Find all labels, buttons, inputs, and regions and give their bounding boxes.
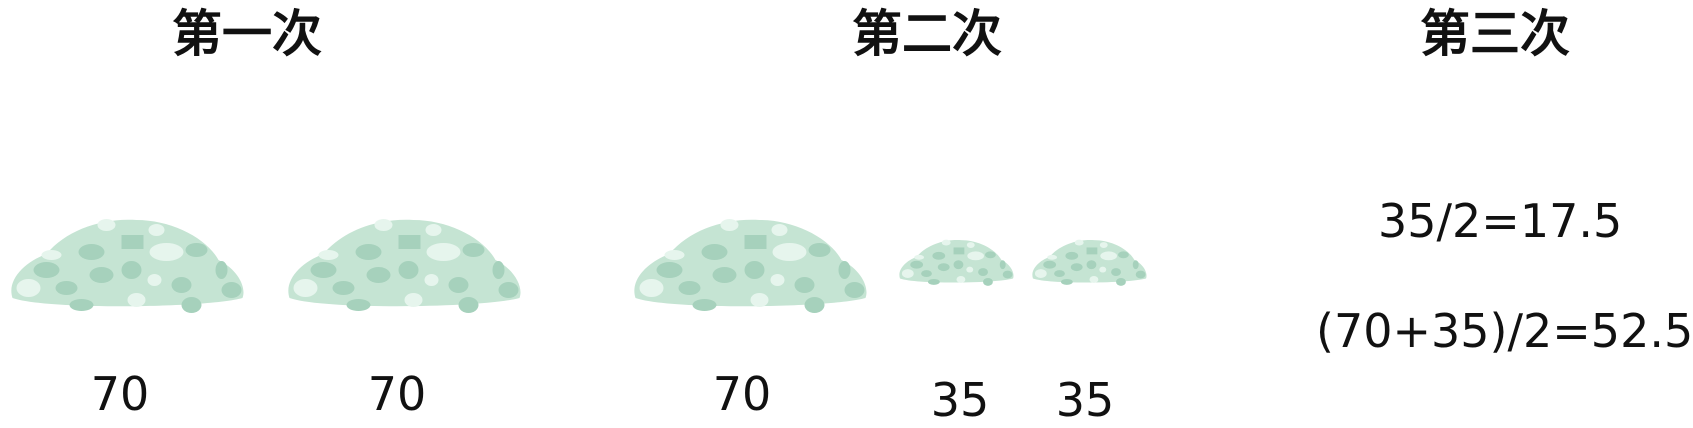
pile-label: 35	[1055, 373, 1115, 427]
small-pile-icon	[897, 235, 1015, 287]
pile-icon	[281, 210, 526, 315]
formula-small-share: 35/2=17.5	[1378, 194, 1623, 248]
pile-label: 35	[930, 373, 990, 427]
pile-label: 70	[712, 367, 772, 421]
pile-label: 70	[90, 367, 150, 421]
round-3-title: 第三次	[1420, 5, 1570, 63]
pile-icon	[627, 210, 872, 315]
round-2-title: 第二次	[852, 5, 1002, 63]
pile-icon	[4, 210, 249, 315]
pile-label: 70	[367, 367, 427, 421]
small-pile-icon	[1030, 235, 1148, 287]
formula-large-share: (70+35)/2=52.5	[1316, 304, 1693, 358]
round-1-title: 第一次	[172, 5, 322, 63]
